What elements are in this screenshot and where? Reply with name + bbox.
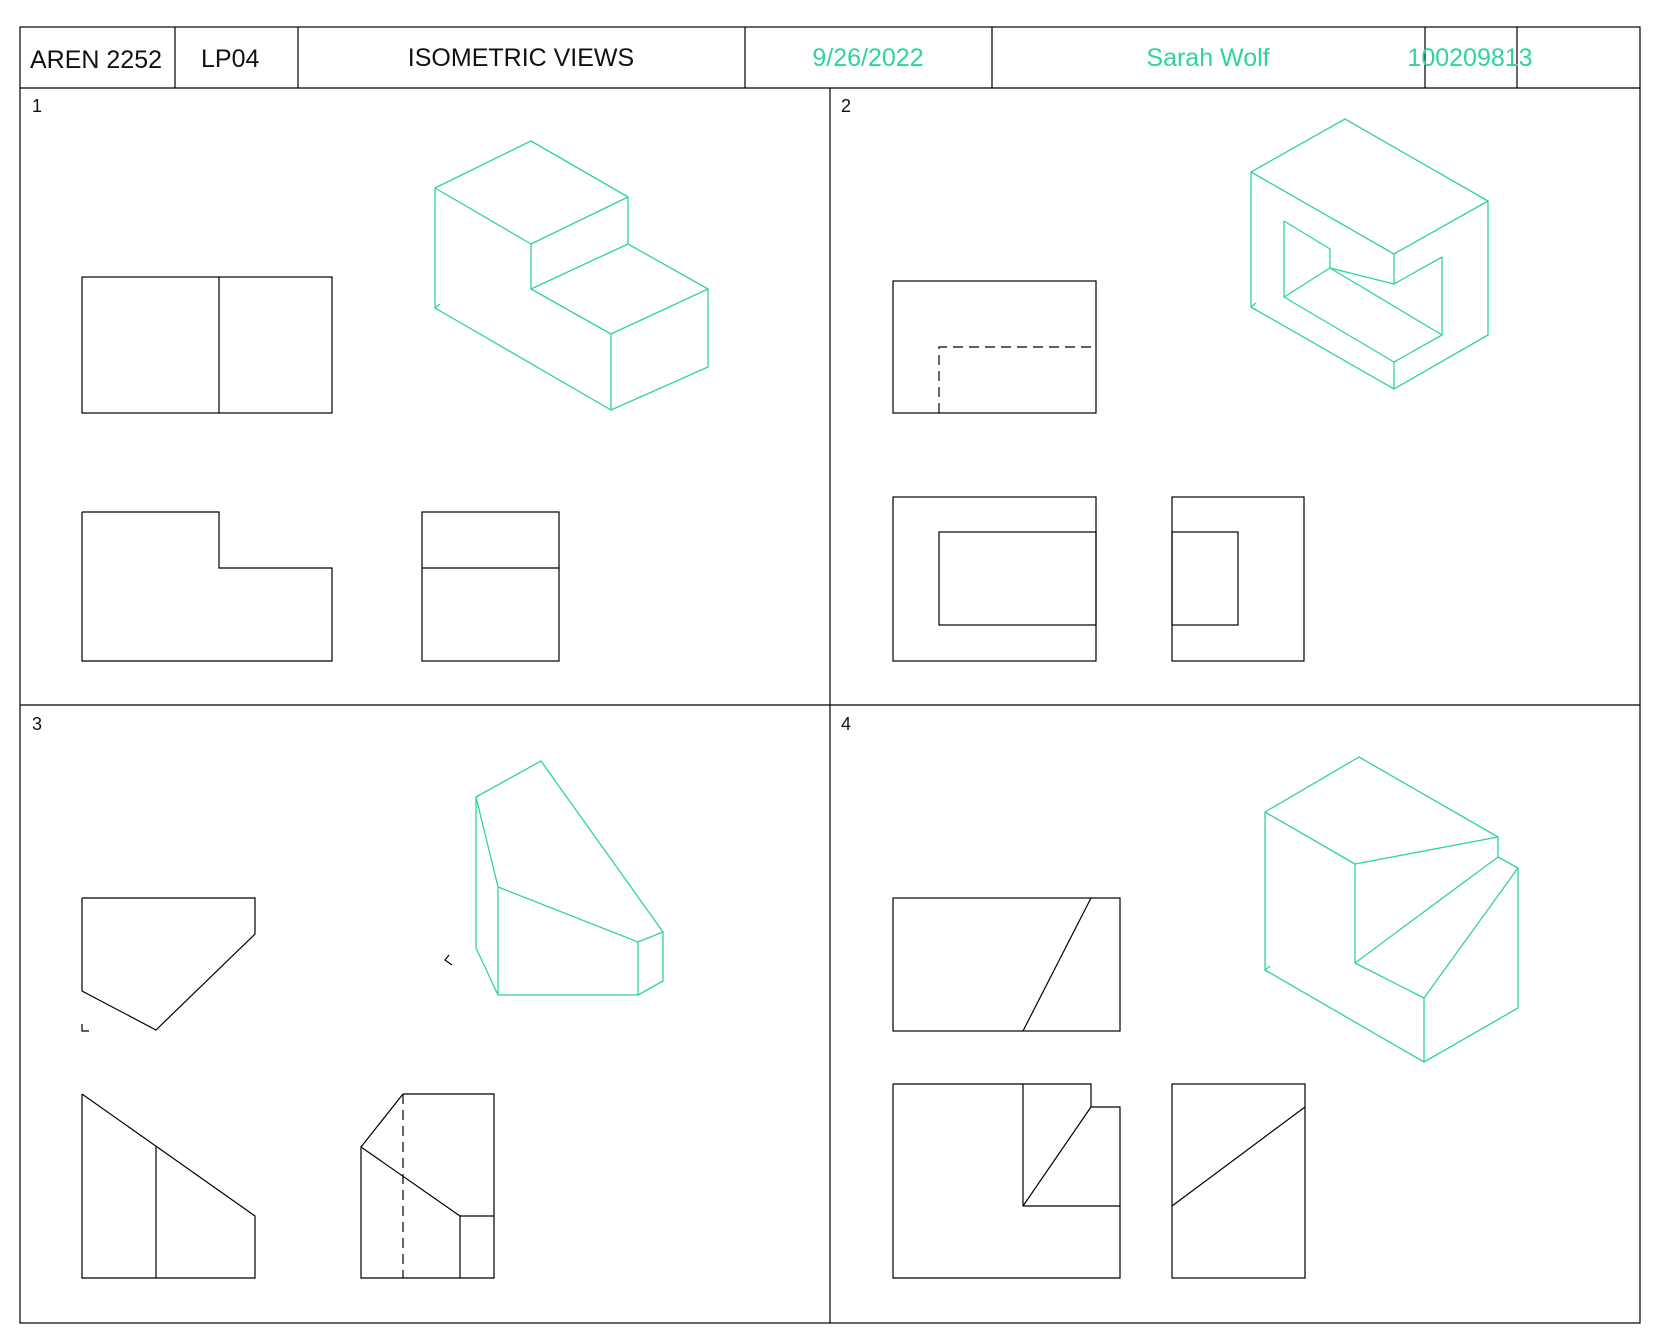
panel-number-4: 4 bbox=[841, 714, 851, 734]
top-view-outline bbox=[892, 897, 1121, 1032]
panel-number-2: 2 bbox=[841, 96, 851, 116]
panel-4-isometric-view bbox=[1264, 756, 1519, 1063]
side-view-outline bbox=[360, 1093, 495, 1279]
panel-2-side-view bbox=[1171, 496, 1305, 662]
iso-upper-top-edges bbox=[434, 187, 629, 245]
side-view-opening bbox=[1171, 531, 1239, 626]
top-view-hidden-lines bbox=[938, 346, 1096, 413]
panel-2 bbox=[892, 118, 1489, 662]
front-view-outline bbox=[892, 1083, 1121, 1279]
panel-2-top-view bbox=[892, 280, 1097, 414]
iso-front-face-edges bbox=[1393, 254, 1443, 389]
panel-4 bbox=[892, 756, 1519, 1279]
course-code: AREN 2252 bbox=[30, 46, 162, 74]
ucs-mark-panel-2 bbox=[1250, 302, 1257, 311]
panel-3-isometric-view bbox=[475, 760, 664, 996]
panel-1-front-view bbox=[81, 511, 333, 662]
panel-1 bbox=[81, 140, 709, 662]
panel-3-side-view bbox=[360, 1093, 495, 1279]
front-view-notch-lines bbox=[1022, 1084, 1120, 1207]
panel-4-side-view bbox=[1171, 1083, 1306, 1279]
front-view-outline bbox=[81, 511, 333, 662]
iso-outline bbox=[1250, 118, 1489, 390]
front-view-outline bbox=[81, 1093, 256, 1279]
assignment-code: LP04 bbox=[201, 45, 259, 73]
top-view-outline bbox=[81, 276, 333, 414]
iso-notch-edges bbox=[1354, 856, 1499, 964]
panel-1-side-view bbox=[421, 511, 560, 662]
ucs-marks bbox=[434, 302, 1271, 974]
iso-opening-floor-edges bbox=[1283, 267, 1443, 336]
iso-outline bbox=[475, 760, 664, 996]
ucs-mark-panel-1 bbox=[434, 303, 441, 312]
panel-4-front-view bbox=[892, 1083, 1121, 1279]
iso-opening-back-edges bbox=[1283, 220, 1395, 285]
iso-top-edges bbox=[475, 796, 664, 943]
side-view-slope-line bbox=[1171, 1106, 1306, 1207]
panel-numbers: 1 2 3 4 bbox=[32, 96, 851, 734]
student-id: 100209813 bbox=[1407, 44, 1532, 72]
side-view-outline bbox=[1171, 1083, 1306, 1279]
student-name: Sarah Wolf bbox=[1146, 44, 1269, 72]
top-view-slope-line bbox=[1022, 897, 1092, 1032]
panel-3-top-view bbox=[81, 897, 256, 1032]
iso-lower-top-edges bbox=[530, 288, 709, 335]
panel-4-top-view bbox=[892, 897, 1121, 1032]
iso-opening-left-edges bbox=[1283, 221, 1395, 363]
front-view-opening bbox=[938, 531, 1097, 626]
iso-step-riser bbox=[530, 243, 629, 290]
panel-2-isometric-view bbox=[1250, 118, 1489, 390]
drawing-date: 9/26/2022 bbox=[812, 44, 923, 72]
side-view-outline bbox=[421, 511, 560, 662]
panel-1-top-view bbox=[81, 276, 333, 414]
side-view-slope-line bbox=[360, 1146, 494, 1217]
iso-top-edges bbox=[1250, 171, 1489, 255]
panel-2-front-view bbox=[892, 496, 1097, 662]
top-view-outline bbox=[892, 280, 1097, 414]
iso-top-edges bbox=[1264, 811, 1499, 865]
panel-number-3: 3 bbox=[32, 714, 42, 734]
ucs-mark-panel-3 bbox=[444, 954, 453, 966]
panel-3 bbox=[81, 760, 664, 1279]
sheet-frame bbox=[19, 26, 1641, 1324]
top-view-corner-mark bbox=[81, 1024, 89, 1032]
panel-number-1: 1 bbox=[32, 96, 42, 116]
front-view-slope-line bbox=[1022, 1106, 1092, 1207]
top-view-outline bbox=[81, 897, 256, 1031]
panel-3-front-view bbox=[81, 1093, 256, 1279]
iso-outline bbox=[434, 140, 709, 411]
title-block: AREN 2252 LP04 ISOMETRIC VIEWS 9/26/2022… bbox=[30, 44, 1533, 74]
iso-outline bbox=[1264, 756, 1519, 1063]
panel-1-isometric-view bbox=[434, 140, 709, 411]
drawing-title: ISOMETRIC VIEWS bbox=[408, 44, 634, 72]
ucs-mark-panel-4 bbox=[1264, 965, 1271, 974]
front-view-outline bbox=[892, 496, 1097, 662]
iso-slope-edges bbox=[1354, 867, 1519, 999]
